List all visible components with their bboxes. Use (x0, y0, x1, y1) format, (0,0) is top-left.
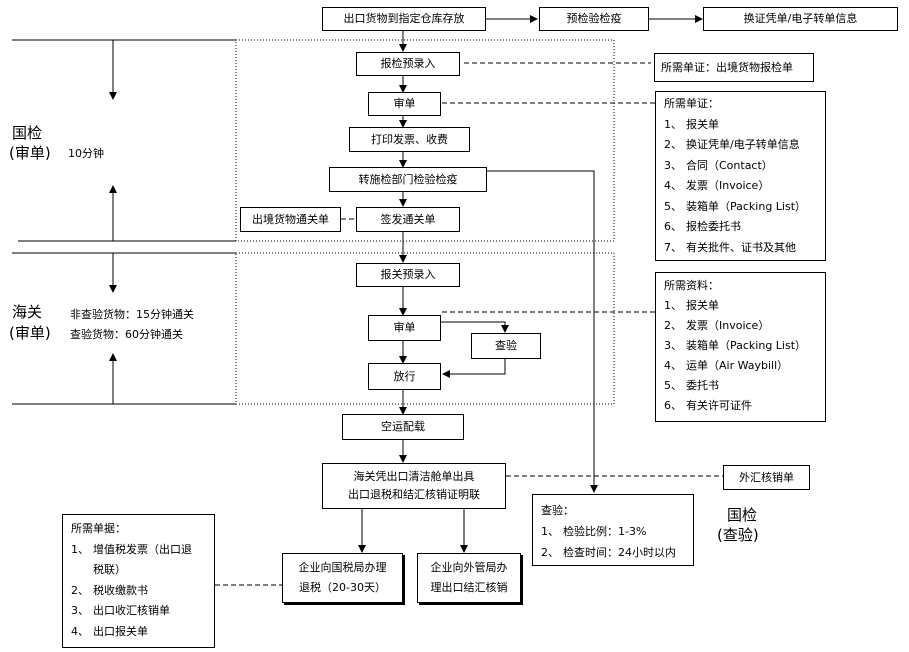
issue-proof-line2: 出口退税和结汇核销证明联 (348, 488, 480, 501)
list-item: 7、有关批件、证书及其他 (664, 240, 796, 254)
air-loading-label: 空运配载 (381, 420, 425, 433)
list-item: 4、发票（Invoice） (664, 179, 770, 192)
customs-docs-note: 所需资料： 1、报关单 2、发票（Invoice） 3、装箱单（Packing … (655, 272, 826, 422)
list-item: 1、检验比例：1-3% (541, 525, 647, 538)
list-item: 税联） (93, 563, 126, 576)
ciq-review-side-label: (审单) (9, 144, 51, 162)
exchange-voucher-label: 换证凭单/电子转单信息 (743, 12, 858, 25)
tax-refund-line1: 企业向国税局办理 (298, 561, 387, 574)
list-item: 5、委托书 (664, 379, 719, 392)
customs-label: 海关 (12, 303, 43, 321)
examination-label: 查验 (495, 339, 517, 352)
list-item: 4、运单（Air Waybill） (664, 359, 789, 372)
list-item: 2、税收缴款书 (71, 583, 148, 597)
arrow-transfer-to-exam-info (486, 170, 598, 493)
review-docs-title: 所需单证： (664, 97, 719, 110)
customs-review-label: 审单 (393, 321, 416, 334)
transfer-inspection-box: 转施检部门检验检疫 (329, 167, 487, 192)
ciq-review-box: 审单 (368, 92, 441, 116)
release-label: 放行 (393, 369, 416, 383)
arrow-exam-to-release (442, 359, 506, 378)
list-item: 1、增值税发票（出口退 (71, 542, 192, 556)
arrow-review-to-exam (440, 321, 509, 333)
list-item: 2、发票（Invoice） (664, 319, 770, 332)
pre-inspection-box: 预检验检疫 (539, 7, 649, 31)
inspection-pre-entry-box: 报检预录入 (356, 52, 460, 76)
inspection-pre-entry-label: 报检预录入 (380, 57, 436, 70)
list-item: 3、出口收汇核销单 (71, 604, 170, 617)
print-invoice-box: 打印发票、收费 (349, 127, 470, 152)
list-item: 6、报检委托书 (664, 220, 741, 233)
fx-verification-box: 外汇核销单 (723, 465, 810, 490)
list-item: 3、装箱单（Packing List） (664, 339, 807, 352)
list-item: 3、合同（Contact） (664, 158, 773, 172)
goods-to-warehouse-label: 出口货物到指定仓库存放 (343, 12, 465, 25)
clearance-slip-box: 出境货物通关单 (240, 207, 341, 232)
refund-docs-note: 所需单据： 1、增值税发票（出口退 税联） 2、税收缴款书 3、出口收汇核销单 … (62, 514, 215, 648)
examination-box: 查验 (471, 333, 541, 359)
fx-verification-label: 外汇核销单 (739, 470, 794, 484)
pre-inspection-label: 预检验检疫 (566, 12, 622, 25)
customs-exam-label: 查验货物：60分钟通关 (70, 328, 183, 341)
inspection-docs-note: 所需单证：出境货物报检单 (654, 53, 814, 82)
air-loading-box: 空运配载 (342, 414, 464, 440)
list-item: 2、检查时间：24小时以内 (541, 546, 676, 559)
list-item: 1、报关单 (664, 117, 719, 131)
goods-to-warehouse-box: 出口货物到指定仓库存放 (322, 7, 486, 31)
customs-review-box: 审单 (368, 315, 441, 341)
inspection-docs-text: 所需单证：出境货物报检单 (661, 60, 793, 74)
refund-docs-title: 所需单据： (71, 522, 126, 535)
customs-pre-entry-box: 报关预录入 (356, 263, 460, 287)
ciq-time-label: 10分钟 (68, 147, 104, 160)
list-item: 4、出口报关单 (71, 624, 148, 638)
fx-settlement-line1: 企业向外管局办 (430, 561, 508, 574)
tax-refund-line2: 退税（20-30天） (299, 581, 386, 594)
transfer-inspection-label: 转施检部门检验检疫 (358, 172, 458, 186)
customs-review-side-label: (审单) (9, 324, 51, 342)
fx-settlement-line2: 理出口结汇核销 (430, 581, 508, 594)
customs-docs-title: 所需资料： (664, 279, 719, 292)
ciq-label: 国检 (12, 124, 43, 142)
clearance-slip-label: 出境货物通关单 (252, 212, 329, 226)
fx-settlement-box: 企业向外管局办 理出口结汇核销 (417, 553, 521, 603)
print-invoice-label: 打印发票、收费 (371, 132, 448, 146)
customs-pre-entry-label: 报关预录入 (380, 268, 436, 281)
ciq-exam-sub-label: (查验) (717, 526, 759, 544)
list-item: 1、报关单 (664, 299, 719, 312)
ciq-region-box (235, 39, 615, 242)
issue-proof-line1: 海关凭出口清洁舱单出具 (353, 470, 475, 483)
tax-refund-box: 企业向国税局办理 退税（20-30天） (282, 553, 403, 603)
customs-non-exam-label: 非查验货物：15分钟通关 (70, 308, 194, 321)
exchange-voucher-box: 换证凭单/电子转单信息 (703, 7, 898, 31)
list-item: 5、装箱单（Packing List） (664, 199, 807, 213)
ciq-review-label: 审单 (393, 97, 416, 110)
examination-info-title: 查验： (541, 504, 574, 517)
review-docs-note: 所需单证： 1、报关单 2、换证凭单/电子转单信息 3、合同（Contact） … (655, 91, 826, 261)
ciq-exam-label: 国检 (727, 506, 758, 524)
list-item: 2、换证凭单/电子转单信息 (664, 138, 800, 151)
release-box: 放行 (368, 363, 441, 390)
issue-clearance-slip-box: 签发通关单 (356, 207, 460, 232)
examination-info-note: 查验： 1、检验比例：1-3% 2、检查时间：24小时以内 (532, 494, 694, 566)
customs-region-box (235, 252, 615, 405)
issue-proof-box: 海关凭出口清洁舱单出具 出口退税和结汇核销证明联 (322, 463, 506, 509)
issue-clearance-slip-label: 签发通关单 (380, 212, 436, 226)
list-item: 6、有关许可证件 (664, 399, 752, 412)
